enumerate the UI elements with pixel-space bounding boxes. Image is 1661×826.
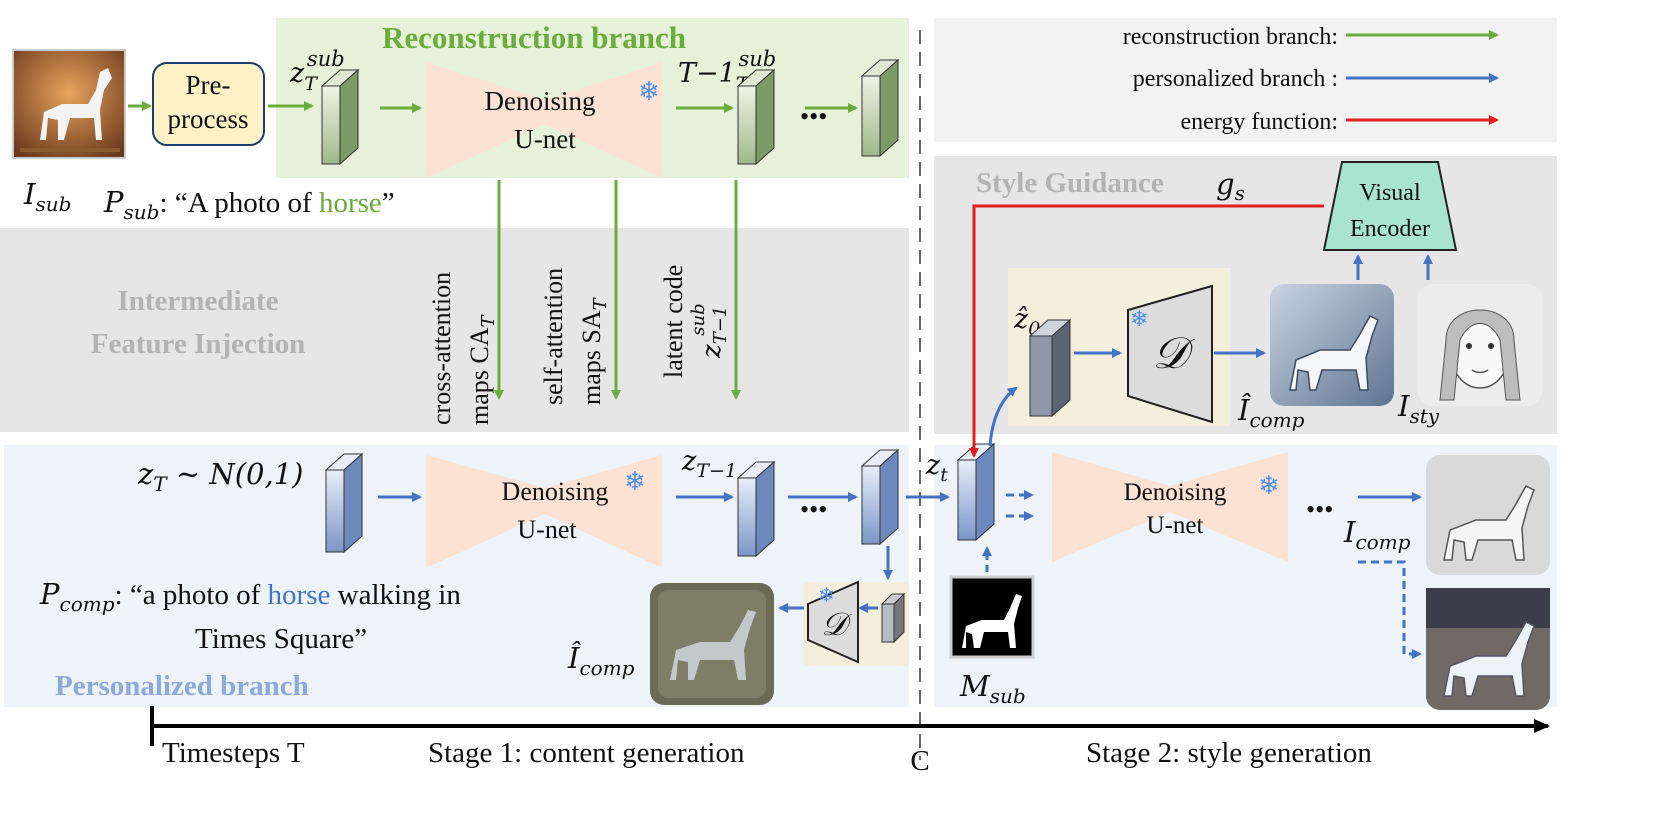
injection-title-1: Intermediate	[117, 285, 278, 317]
svg-text:process: process	[168, 104, 249, 134]
svg-text:Encoder: Encoder	[1350, 216, 1430, 242]
decoder-small: 𝒟	[807, 580, 859, 664]
svg-text:maps CAT: maps CAT	[465, 314, 499, 426]
svg-text:Visual: Visual	[1359, 180, 1421, 206]
latent-z-T-sub	[320, 68, 360, 166]
style-guidance-title: Style Guidance	[976, 167, 1164, 199]
latent-z-T	[324, 452, 364, 554]
decoder-large: 𝒟	[1127, 284, 1213, 424]
svg-text:maps SAT: maps SAT	[577, 296, 611, 405]
subject-image	[12, 49, 126, 159]
latent-final-personalized	[860, 448, 900, 546]
frozen-icon-2: ❄	[624, 467, 646, 496]
p-comp-prompt-line1: Pcomp: “a photo of horse walking in	[39, 577, 461, 616]
frozen-icon-4: ❄	[1258, 471, 1280, 500]
svg-text:Denoising: Denoising	[1124, 479, 1227, 506]
injection-title-2: Feature Injection	[91, 328, 306, 360]
i-sty-label: Isty	[1397, 389, 1440, 428]
m-sub-label: Msub	[959, 669, 1026, 708]
i-comp-label: Icomp	[1343, 515, 1411, 554]
svg-text:U-net: U-net	[517, 515, 577, 544]
latent-z-t	[956, 442, 996, 542]
mask-image	[949, 575, 1035, 659]
arrow-zt-to-z0	[988, 386, 1018, 447]
latent-z0-hat	[1028, 318, 1072, 418]
legend-personalized-text: personalized branch :	[1133, 66, 1338, 92]
timesteps-label: Timesteps T	[162, 737, 305, 769]
output-times-square-image	[1426, 588, 1550, 710]
ellipsis-1: •••	[800, 102, 827, 131]
svg-text:zT−1sub: zT−1sub	[688, 303, 731, 359]
z-T-noise-label: zT ∼ N(0,1)	[137, 457, 303, 496]
z-T1-label: zT−1	[681, 446, 737, 482]
latent-z-T1	[736, 460, 776, 558]
cross-attn-label: cross-attention maps CAT	[427, 272, 499, 425]
i-comp-hat-label-1: Îcomp	[567, 640, 635, 680]
legend-energy-text: energy function:	[1180, 109, 1338, 135]
predicted-composite-image	[1270, 284, 1394, 406]
c-mark-label: C	[910, 745, 929, 777]
svg-text:Denoising: Denoising	[485, 86, 596, 116]
p-comp-prompt-line2: Times Square”	[195, 623, 367, 655]
reconstruction-title: Reconstruction branch	[382, 20, 686, 55]
svg-text:cross-attention: cross-attention	[427, 272, 456, 425]
frozen-icon-3: ❄	[818, 585, 835, 607]
svg-text:latent code: latent code	[659, 265, 688, 378]
preprocess-block: Pre- process	[152, 62, 265, 146]
injection-panel	[0, 228, 909, 432]
noisy-composite-image	[650, 583, 774, 705]
output-styled-image	[1426, 455, 1550, 575]
i-sub-label: Isub	[23, 177, 71, 216]
z-T-sub-label: zTsub	[289, 47, 345, 95]
stage2-label: Stage 2: style generation	[1086, 737, 1372, 769]
unet-personalized: Denoising U-net	[426, 455, 662, 568]
latent-code-label: latent code zT−1sub	[659, 265, 731, 378]
latent-z-T1-sub	[736, 68, 776, 166]
svg-text:self-attention: self-attention	[539, 268, 568, 405]
svg-text:Denoising: Denoising	[502, 477, 609, 506]
stage1-label: Stage 1: content generation	[428, 737, 745, 769]
visual-encoder: Visual Encoder	[1322, 161, 1458, 251]
dashed-arrow-to-times-square	[1358, 560, 1422, 659]
g-s-label: gs	[1216, 167, 1245, 205]
i-comp-hat-label-2: Îcomp	[1237, 392, 1305, 432]
latent-final-reconstruction	[860, 58, 900, 158]
energy-feedback-line	[969, 204, 1324, 458]
svg-text:Pre-: Pre-	[186, 70, 231, 100]
latent-small-decoder-input	[880, 592, 906, 644]
svg-text:U-net: U-net	[1147, 512, 1204, 539]
frozen-icon-5: ❄	[1130, 306, 1148, 331]
ellipsis-3: •••	[1306, 495, 1333, 524]
personalized-title: Personalized branch	[55, 670, 309, 702]
self-attn-label: self-attention maps SAT	[539, 268, 611, 405]
frozen-icon-1: ❄	[638, 77, 660, 106]
style-reference-image	[1418, 284, 1542, 406]
svg-text:U-net: U-net	[514, 124, 576, 154]
z-t-label: zt	[925, 450, 948, 486]
ellipsis-2: •••	[800, 495, 827, 524]
p-sub-prompt: Psub: “A photo of horse”	[103, 185, 395, 224]
legend-reconstruction-text: reconstruction branch:	[1123, 24, 1338, 50]
unet-reconstruction: Denoising U-net	[426, 62, 662, 178]
unet-stage2: Denoising U-net	[1052, 452, 1288, 562]
